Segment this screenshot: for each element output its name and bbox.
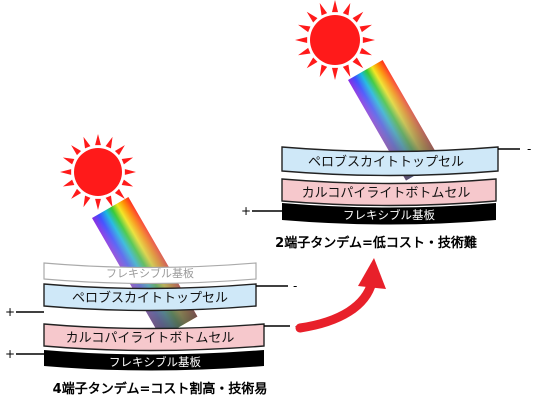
sun-ray [352,11,364,23]
two-terminal-top-cell [281,146,499,177]
two-terminal-bottom-cell-label: カルコパイライトボトムセル [302,186,471,201]
sun-icon [60,134,136,210]
two-terminal-sun [295,0,375,80]
two-terminal-substrate-label: フレキシブル基板 [343,208,435,222]
four-terminal-caption: 4端子タンデム=コスト割高・技術易 [53,381,268,397]
sun-ray [342,64,351,77]
sun-ray [359,24,372,33]
sun-ray [95,134,101,146]
sun-ray [352,57,364,69]
sun-ray [105,195,113,208]
sun-ray [114,188,125,199]
sun-ray [114,145,125,156]
sun-ray [62,157,75,165]
four-terminal-lower-substrate [44,350,264,371]
two-terminal-top-cell-label: ペロブスカイトトップセル [308,154,464,170]
four-terminal-top-cell [43,283,257,312]
four-terminal-bottom-plus-terminal: + [5,347,15,361]
two-terminal-stack: ペロブスカイトトップセル カルコパイライトボトムセル フレキシブル基板 - + … [241,142,531,251]
four-terminal-bottom-cell-label: カルコパイライトボトムセル [66,331,235,346]
two-terminal-bottom-cell [281,178,497,207]
four-terminal-sun [60,134,136,210]
sun-disc [310,15,360,65]
sun-ray [124,169,136,175]
sun-ray [319,3,328,16]
two-terminal-light-beam [348,60,441,181]
sun-ray [342,3,351,16]
sun-ray [298,47,311,56]
sun-ray [306,11,318,23]
sun-ray [62,179,75,187]
sun-ray [71,188,82,199]
sun-ray [71,145,82,156]
sun-ray [83,136,91,149]
two-terminal-plus-terminal: + [241,204,251,218]
sun-ray [105,136,113,149]
four-terminal-top-cell-label: ペロブスカイトトップセル [72,290,228,306]
four-terminal-stack: フレキシブル基板 ペロブスカイトトップセル カルコパイライトボトムセル フレキシ… [5,262,299,397]
four-terminal-upper-substrate [43,262,257,285]
sun-ray [362,36,375,44]
sun-ray [60,169,72,175]
four-terminal-upper-substrate-label: フレキシブル基板 [106,266,194,280]
curved-arrow-icon [295,258,386,333]
four-terminal-top-minus-terminal: - [293,279,297,293]
two-terminal-substrate [282,203,496,225]
sun-ray [121,157,134,165]
sun-ray [295,36,308,44]
sun-ray [298,24,311,33]
sun-ray [121,179,134,187]
four-terminal-lower-substrate-label: フレキシブル基板 [109,355,201,369]
sun-ray [331,0,339,13]
sun-ray [95,198,101,210]
four-terminal-bottom-cell [43,323,265,352]
sun-ray [319,64,328,77]
sun-icon [295,0,375,80]
sun-ray [359,47,372,56]
sun-ray [306,57,318,69]
two-terminal-minus-terminal: - [527,142,531,156]
sun-disc [74,148,122,196]
sun-ray [331,67,339,80]
sun-ray [83,195,91,208]
four-terminal-top-plus-terminal: + [5,305,15,319]
two-terminal-caption: 2端子タンデム=低コスト・技術難 [275,235,477,251]
